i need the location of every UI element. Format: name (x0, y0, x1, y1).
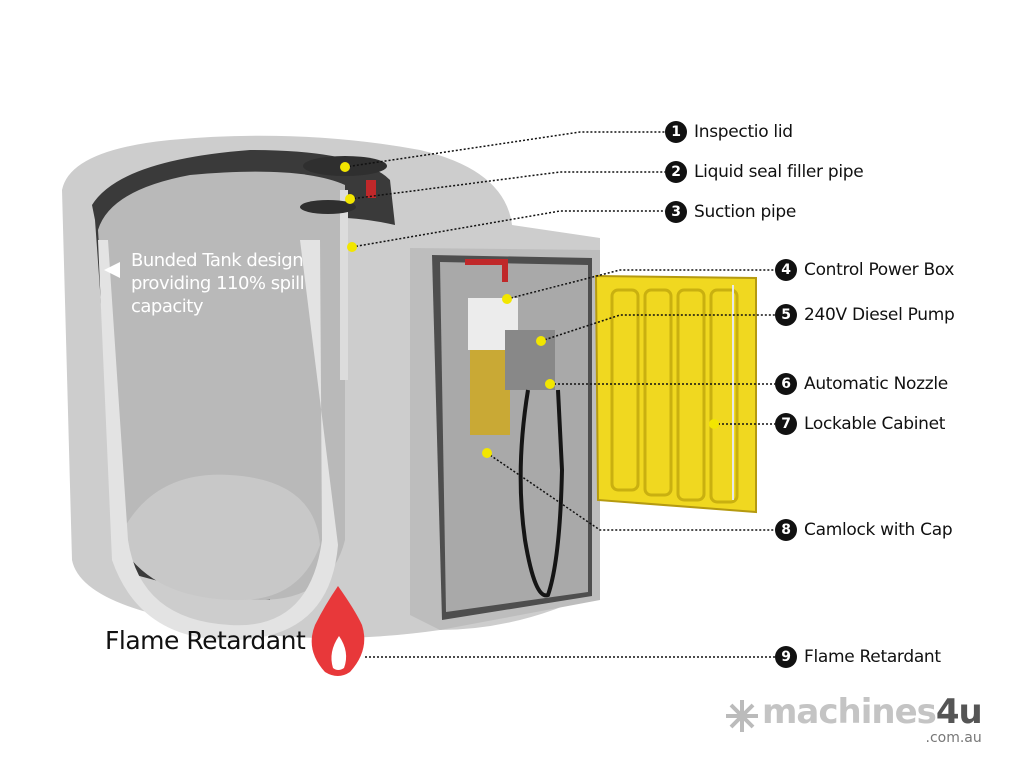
flame-retardant-heading: Flame Retardant (105, 626, 306, 655)
callout-3: 3 Suction pipe (665, 201, 796, 223)
callout-8: 8 Camlock with Cap (775, 519, 953, 541)
flame-icon (311, 586, 365, 676)
marker-2 (345, 194, 355, 204)
suction-pipe (340, 190, 348, 380)
logo-text: machines4u (762, 692, 983, 732)
cabinet-door (594, 274, 757, 514)
note-arrow-icon (104, 262, 120, 278)
leader-lines (344, 131, 775, 658)
callout-label: Lockable Cabinet (804, 414, 946, 434)
logo-star-icon (726, 700, 758, 732)
callout-number: 6 (775, 373, 797, 395)
marker-8 (482, 448, 492, 458)
callout-number: 2 (665, 161, 687, 183)
marker-7 (709, 419, 719, 429)
bund-arch (98, 240, 338, 640)
marker-1 (340, 162, 350, 172)
callout-label: Suction pipe (694, 202, 797, 222)
callout-number: 1 (665, 121, 687, 143)
callout-6: 6 Automatic Nozzle (775, 373, 948, 395)
logo-accent: 4u (935, 692, 983, 732)
marker-4 (502, 294, 512, 304)
callout-1: 1 Inspectio lid (665, 121, 793, 143)
marker-3 (347, 242, 357, 252)
callout-label: Automatic Nozzle (804, 374, 948, 394)
callout-number: 5 (775, 304, 797, 326)
callout-2: 2 Liquid seal filler pipe (665, 161, 864, 183)
tank-note-line: Bunded Tank design (131, 250, 304, 271)
brand-logo: machines4u .com.au (762, 692, 983, 746)
logo-word: machines (762, 692, 937, 732)
callout-label: Control Power Box (804, 260, 955, 280)
markers (340, 162, 719, 458)
marker-6 (545, 379, 555, 389)
callout-label: 240V Diesel Pump (804, 305, 955, 325)
callout-number: 8 (775, 519, 797, 541)
hose (518, 389, 565, 598)
tank-note-line: capacity (131, 296, 204, 317)
callout-number: 7 (775, 413, 797, 435)
logo-domain: .com.au (925, 730, 982, 746)
callout-7: 7 Lockable Cabinet (775, 413, 945, 435)
filler-flange (300, 200, 356, 214)
callout-label: Liquid seal filler pipe (694, 162, 864, 182)
callout-number: 9 (775, 646, 797, 668)
callout-4: 4 Control Power Box (775, 259, 954, 281)
tank-note-line: providing 110% spill (131, 273, 305, 294)
callout-number: 4 (775, 259, 797, 281)
tank-note: Bunded Tank design providing 110% spill … (131, 249, 305, 318)
callout-label: Flame Retardant (804, 647, 941, 667)
mounting-plate (470, 350, 510, 435)
tank-floor (118, 474, 320, 600)
callout-label: Inspectio lid (694, 122, 793, 142)
callout-9: 9 Flame Retardant (775, 646, 941, 668)
callout-label: Camlock with Cap (804, 520, 953, 540)
cable (465, 259, 508, 282)
pump (505, 330, 555, 390)
callout-number: 3 (665, 201, 687, 223)
callout-5: 5 240V Diesel Pump (775, 304, 955, 326)
marker-5 (536, 336, 546, 346)
